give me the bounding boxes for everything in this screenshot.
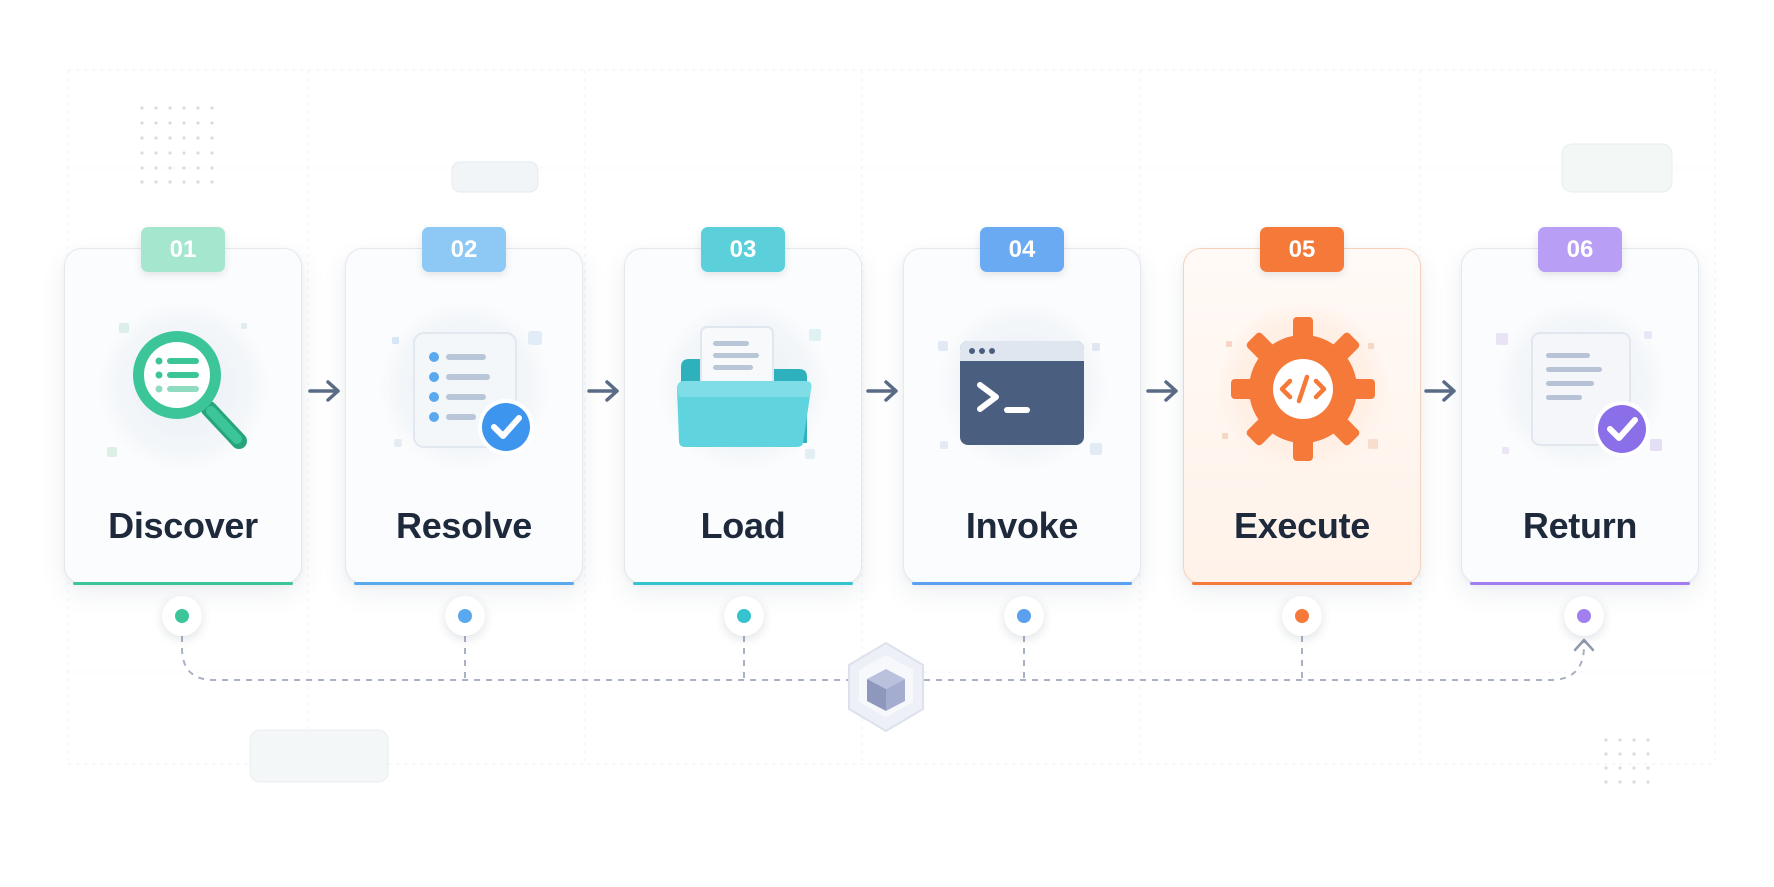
step-card-discover[interactable]: Discover (64, 248, 302, 585)
step-label: Invoke (965, 505, 1079, 546)
step-card-return[interactable]: Return (1461, 248, 1699, 585)
folder-document-icon (677, 326, 821, 459)
accent-underline (633, 582, 853, 585)
accent-underline (73, 582, 293, 585)
magnifier-list-icon (107, 323, 247, 457)
step-number-badge: 01 (141, 227, 225, 272)
gear-code-icon (1222, 317, 1378, 461)
step-node-resolve (445, 596, 485, 636)
step-number-badge: 03 (701, 227, 785, 272)
arrow-right-icon (308, 380, 340, 402)
step-label: Execute (1234, 505, 1370, 546)
step-label: Discover (108, 505, 258, 546)
cube-icon (848, 641, 924, 733)
step-number-badge: 02 (422, 227, 506, 272)
accent-underline (1470, 582, 1690, 585)
step-number-badge: 05 (1260, 227, 1344, 272)
node-dot (458, 609, 472, 623)
step-node-execute (1282, 596, 1322, 636)
step-label: Resolve (396, 505, 532, 546)
step-node-load (724, 596, 764, 636)
step-node-discover (162, 596, 202, 636)
step-card-invoke[interactable]: Invoke (903, 248, 1141, 585)
step-card-resolve[interactable]: Resolve (345, 248, 583, 585)
step-number-badge: 06 (1538, 227, 1622, 272)
step-node-return (1564, 596, 1604, 636)
node-dot (1577, 609, 1591, 623)
node-dot (1017, 609, 1031, 623)
step-number-badge: 04 (980, 227, 1064, 272)
step-card-load[interactable]: Load (624, 248, 862, 585)
step-node-invoke (1004, 596, 1044, 636)
arrow-right-icon (587, 380, 619, 402)
arrow-right-icon (1424, 380, 1456, 402)
accent-underline (354, 582, 574, 585)
arrow-right-icon (866, 380, 898, 402)
step-card-execute[interactable]: Execute (1183, 248, 1421, 585)
accent-underline (912, 582, 1132, 585)
step-label: Return (1522, 505, 1638, 546)
step-label: Load (700, 505, 786, 546)
checklist-check-icon (392, 331, 542, 455)
terminal-icon (938, 341, 1102, 455)
accent-underline (1192, 582, 1412, 585)
document-check-icon (1496, 331, 1662, 457)
node-dot (737, 609, 751, 623)
node-dot (175, 609, 189, 623)
node-dot (1295, 609, 1309, 623)
arrow-right-icon (1146, 380, 1178, 402)
